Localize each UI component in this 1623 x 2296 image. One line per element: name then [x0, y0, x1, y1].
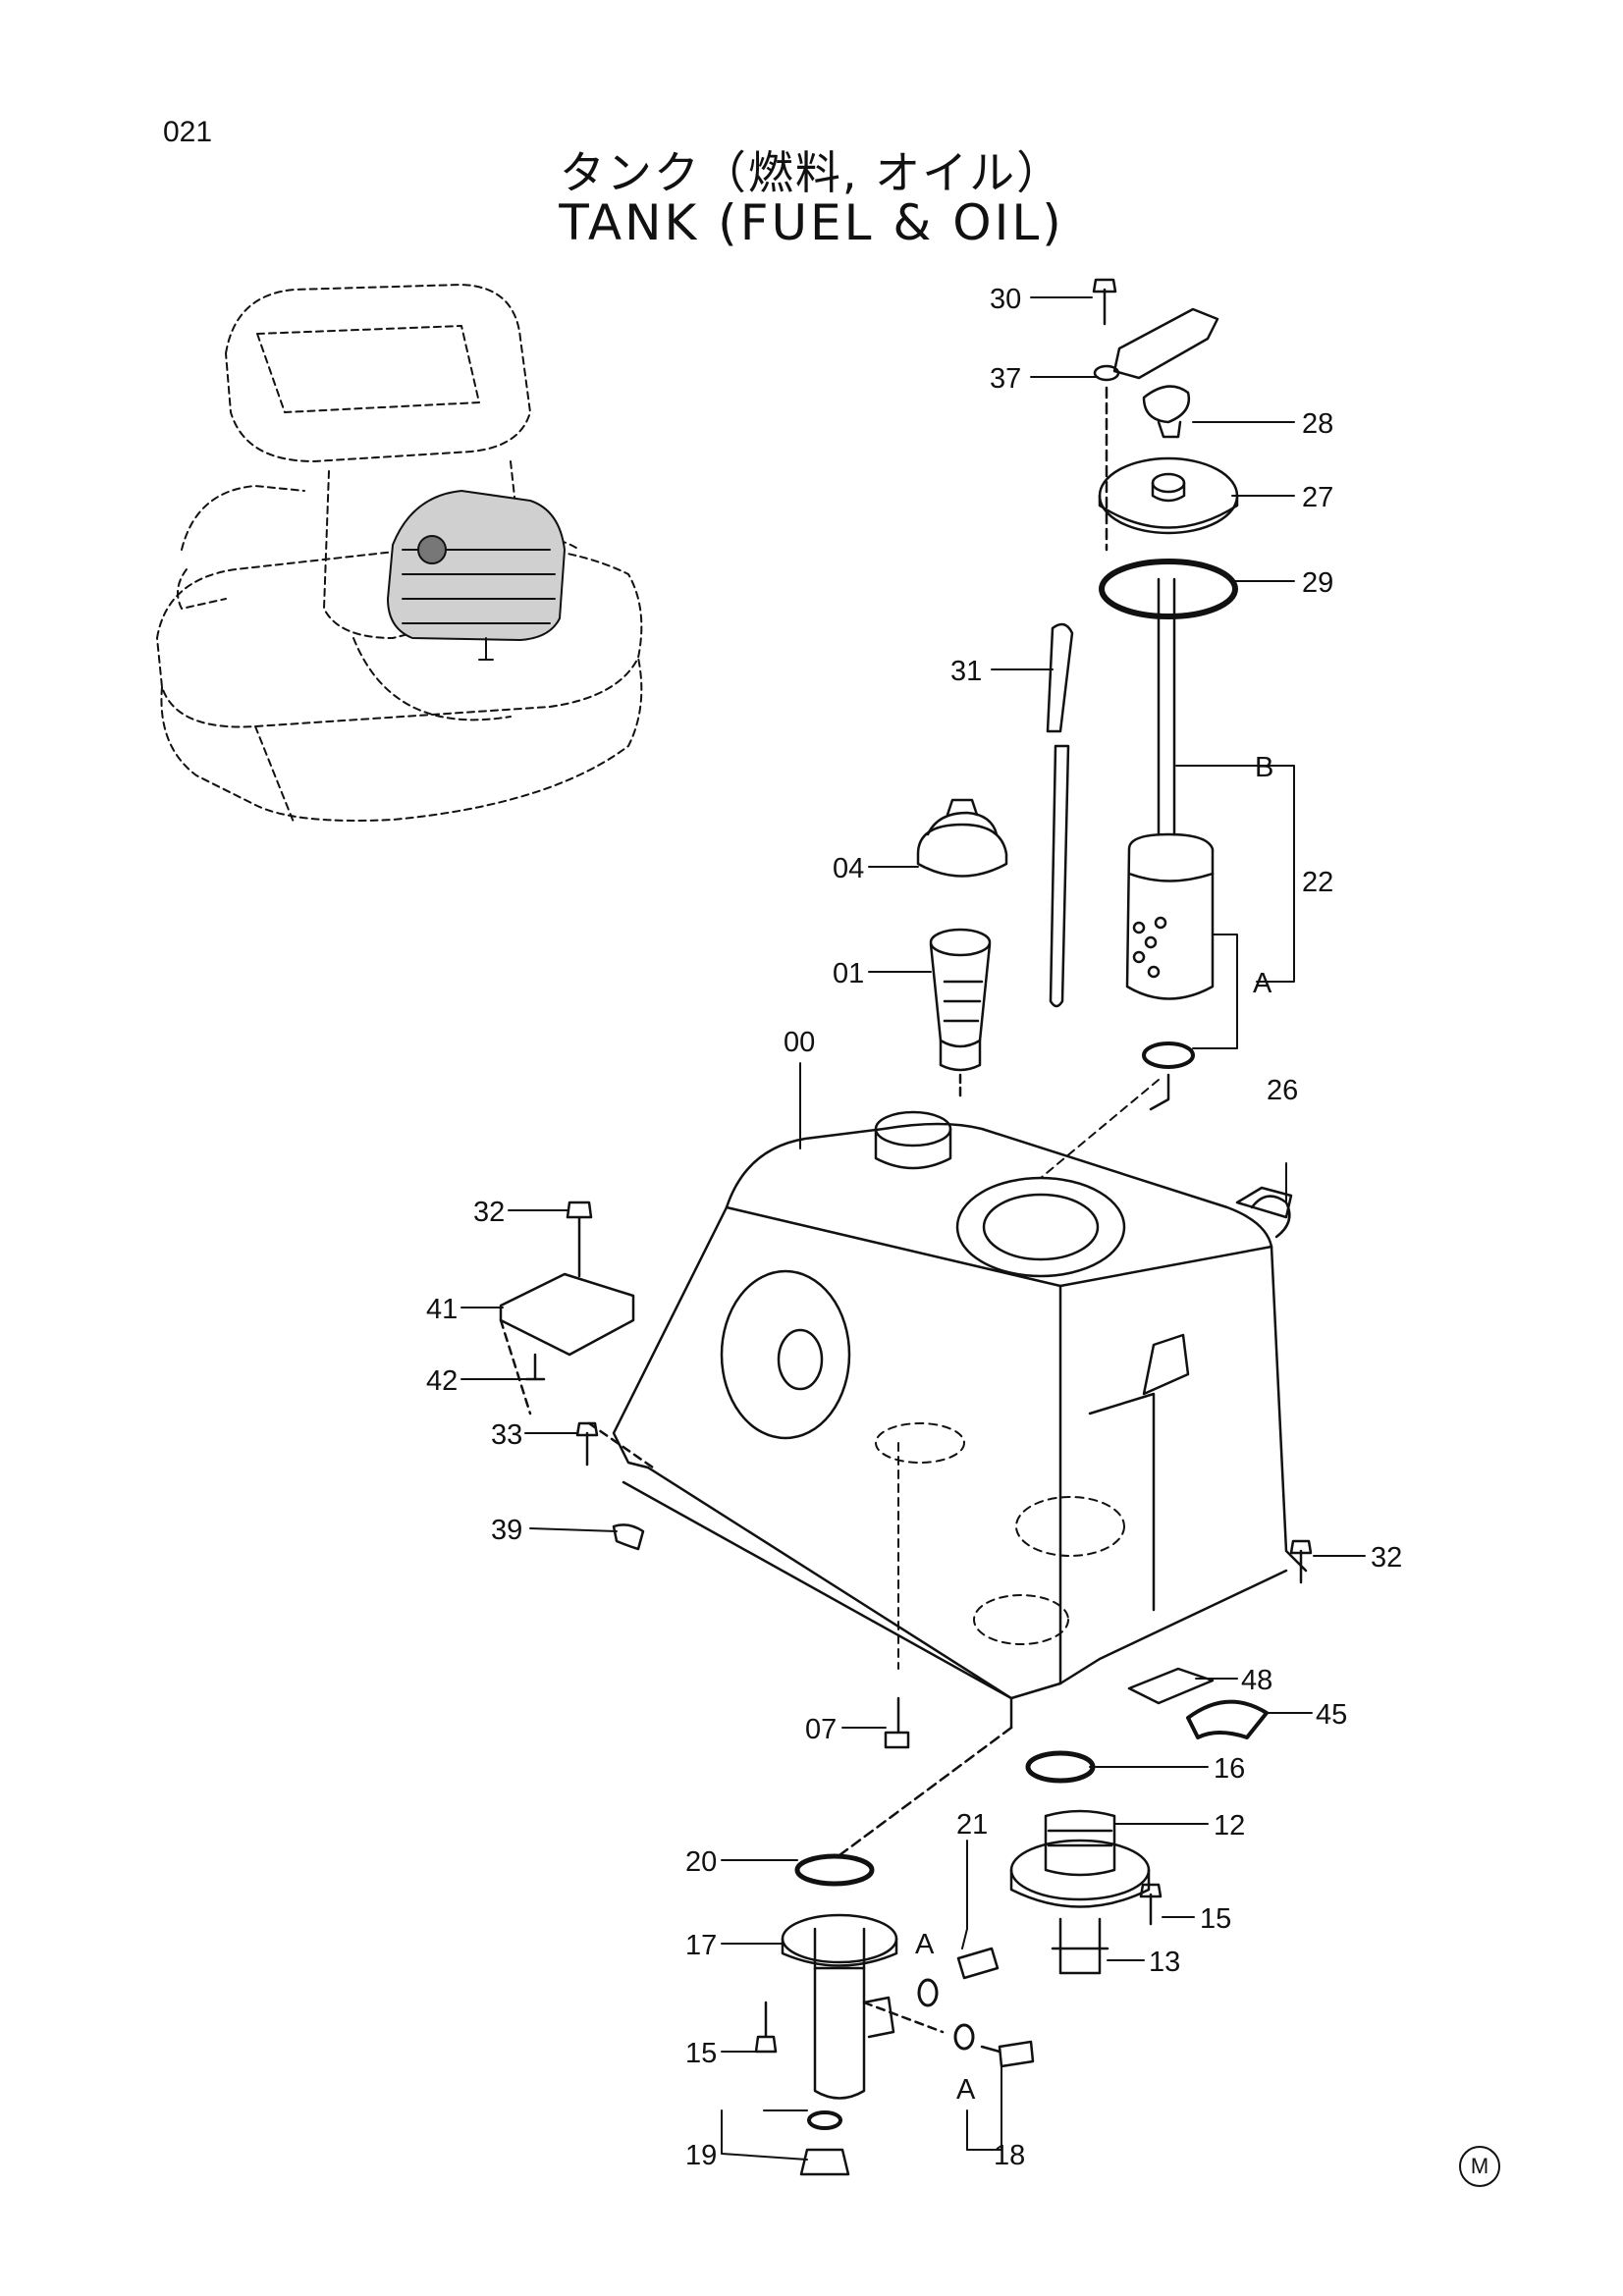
- callout-39: 39: [491, 1515, 522, 1546]
- title-english: TANK (FUEL & OIL): [559, 194, 1064, 251]
- tank-hidden-lines: [875, 1079, 1160, 1670]
- callout-18: 18: [994, 2140, 1025, 2171]
- callout-15-left: 15: [685, 2038, 717, 2069]
- callout-17: 17: [685, 1930, 717, 1961]
- callout-b: B: [1255, 752, 1273, 783]
- callout-27: 27: [1302, 482, 1333, 513]
- callout-21: 21: [956, 1809, 988, 1841]
- page-number: 021: [163, 116, 213, 148]
- title-japanese: タンク（燃料, オイル）: [559, 146, 1064, 199]
- lower-parts-drawing: [754, 1726, 1163, 2176]
- callout-37: 37: [990, 363, 1021, 395]
- callout-07: 07: [805, 1714, 837, 1745]
- callout-32-right: 32: [1371, 1542, 1402, 1574]
- leader-lines: [460, 296, 1366, 2161]
- callout-a: A: [1253, 968, 1272, 999]
- callout-01: 01: [833, 958, 864, 989]
- callout-42: 42: [426, 1365, 458, 1397]
- callout-16: 16: [1214, 1753, 1245, 1785]
- callout-labels: 30 37 28 27 29 31 B 22 04 A 01 00 26 32 …: [426, 284, 1402, 2171]
- callout-30: 30: [990, 284, 1021, 315]
- filler-assembly-drawing: [1046, 278, 1239, 1111]
- callout-31: 31: [950, 656, 982, 687]
- callout-48: 48: [1241, 1665, 1272, 1696]
- callout-a-18: A: [956, 2074, 976, 2106]
- callout-20: 20: [685, 1846, 717, 1878]
- callout-04: 04: [833, 853, 864, 884]
- callout-45: 45: [1316, 1699, 1347, 1731]
- callout-29: 29: [1302, 567, 1333, 599]
- callout-33: 33: [491, 1419, 522, 1451]
- callout-41: 41: [426, 1294, 458, 1325]
- tank-body-drawing: [612, 1110, 1308, 1730]
- callout-13: 13: [1149, 1947, 1180, 1978]
- callout-15-right: 15: [1200, 1903, 1231, 1935]
- callout-32-left: 32: [473, 1197, 505, 1228]
- callout-12: 12: [1214, 1810, 1245, 1842]
- strainer-and-cap-drawing: [916, 798, 1008, 1101]
- callout-19: 19: [685, 2140, 717, 2171]
- bracket-drawing: [499, 1186, 1313, 1749]
- callout-00: 00: [784, 1027, 815, 1058]
- callout-22: 22: [1302, 867, 1333, 898]
- maker-mark: M: [1459, 2146, 1500, 2187]
- callout-26: 26: [1267, 1075, 1298, 1106]
- callout-a-21: A: [915, 1929, 935, 1960]
- callout-28: 28: [1302, 408, 1333, 440]
- machine-tank-highlight: [387, 490, 566, 661]
